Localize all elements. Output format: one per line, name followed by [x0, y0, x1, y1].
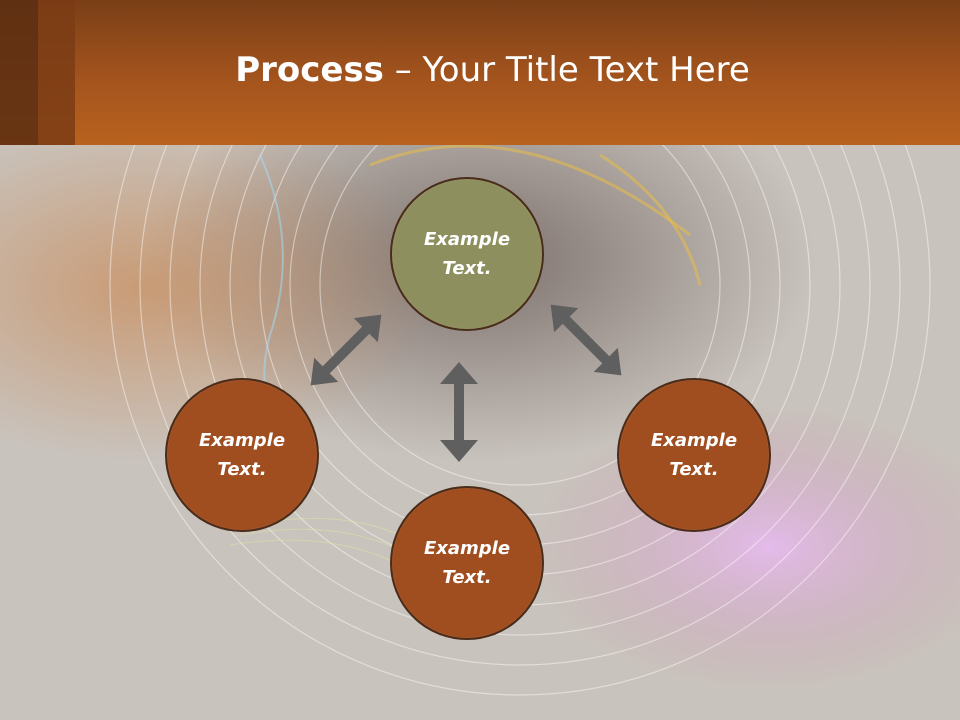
arrow-top-left: [310, 314, 382, 386]
node-left-label: Example Text.: [198, 430, 286, 480]
slide-title: Process – Your Title Text Here: [0, 50, 960, 90]
node-bottom-label: Example Text.: [423, 538, 511, 588]
arrow-top-right: [550, 304, 622, 376]
node-bottom: Example Text.: [390, 486, 544, 640]
title-bar: Process – Your Title Text Here: [0, 0, 960, 145]
header-stripe-mid: [38, 0, 75, 145]
node-top: Example Text.: [390, 177, 544, 331]
title-bold: Process: [235, 50, 384, 90]
node-right: Example Text.: [617, 378, 771, 532]
arrow-vertical: [440, 362, 478, 462]
node-left: Example Text.: [165, 378, 319, 532]
node-top-label: Example Text.: [423, 229, 511, 279]
title-rest: – Your Title Text Here: [383, 50, 750, 90]
node-right-label: Example Text.: [650, 430, 738, 480]
header-stripe-dark: [0, 0, 38, 145]
